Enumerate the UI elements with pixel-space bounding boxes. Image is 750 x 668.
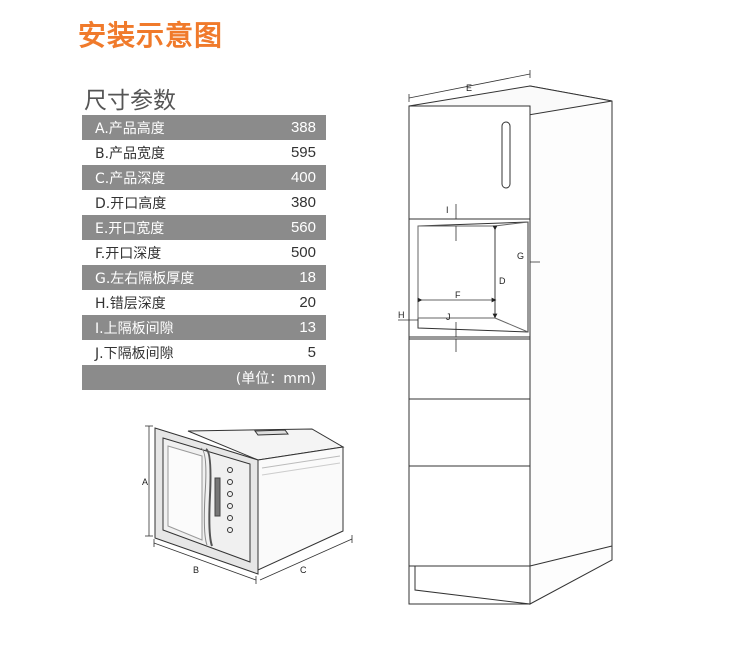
spec-label: H.错层深度 [95,295,166,312]
dim-label-b: B [193,565,199,575]
dim-label-a: A [142,477,148,487]
spec-row: A.产品高度 388 [82,115,326,140]
spec-label: C.产品深度 [95,170,166,187]
spec-value: 13 [299,319,316,336]
spec-row: C.产品深度 400 [82,165,326,190]
spec-value: 400 [290,169,316,186]
dim-label-e: E [466,83,472,93]
dim-label-c: C [300,565,307,575]
page-title: 安装示意图 [78,19,224,52]
spec-value: 20 [299,294,316,311]
spec-label: A.产品高度 [95,120,165,137]
spec-table: A.产品高度 388 B.产品宽度 595 C.产品深度 400 D.开口高度 … [82,115,326,390]
spec-value: 18 [299,269,316,286]
spec-value: 500 [290,244,316,261]
spec-value: 595 [290,144,316,161]
section-subtitle: 尺寸参数 [84,88,176,114]
spec-row: B.产品宽度 595 [82,140,326,165]
spec-label: G.左右隔板厚度 [95,270,195,287]
spec-row: I.上隔板间隙 13 [82,315,326,340]
unit-note-row: (单位：mm) [82,365,326,390]
spec-value: 380 [290,194,316,211]
spec-label: J.下隔板间隙 [95,345,174,362]
dim-label-h: H [398,310,405,320]
spec-row: D.开口高度 380 [82,190,326,215]
spec-label: I.上隔板间隙 [95,320,174,337]
spec-row: F.开口深度 500 [82,240,326,265]
spec-label: D.开口高度 [95,195,167,212]
dim-label-d: D [499,276,506,286]
product-illustration [154,427,345,575]
product-dimensions [145,425,353,584]
cabinet-illustration [408,85,613,605]
dim-label-f: F [455,290,461,300]
spec-row: G.左右隔板厚度 18 [82,265,326,290]
spec-value: 560 [290,219,316,236]
spec-value: 388 [290,119,316,136]
spec-label: B.产品宽度 [95,145,166,162]
spec-label: E.开口宽度 [95,220,165,237]
unit-note: (单位：mm) [235,370,316,387]
spec-row: H.错层深度 20 [82,290,326,315]
dim-label-g: G [517,251,524,261]
spec-row: E.开口宽度 560 [82,215,326,240]
spec-label: F.开口深度 [95,245,162,262]
spec-row: J.下隔板间隙 5 [82,340,326,365]
dim-label-i: I [446,205,449,215]
dim-label-j: J [446,312,451,322]
cabinet-dimensions [398,70,540,352]
spec-value: 5 [307,344,316,361]
